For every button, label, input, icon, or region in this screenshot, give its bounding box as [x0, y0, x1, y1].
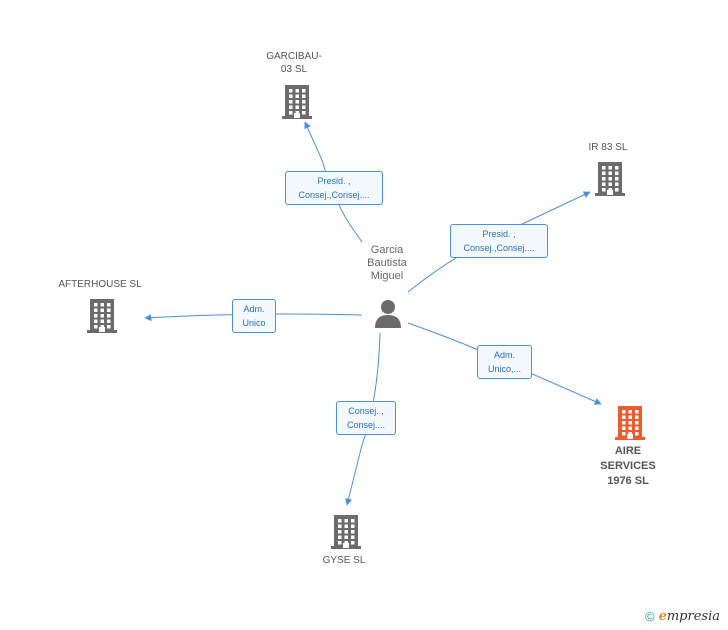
building-icon[interactable] [594, 161, 626, 202]
person-name-label: Garcia Bautista Miguel [367, 244, 407, 282]
company-label-garcibau[interactable]: GARCIBAU- 03 SL [266, 51, 322, 75]
role-box-garcibau[interactable]: Presid. , Consej.,Consej.... [285, 171, 383, 205]
person-icon[interactable] [373, 299, 403, 329]
company-label-aire[interactable]: AIRE SERVICES 1976 SL [600, 445, 656, 487]
building-icon[interactable] [330, 514, 362, 555]
role-box-ir83[interactable]: Presid. , Consej.,Consej.... [450, 224, 548, 258]
company-label-afterhouse[interactable]: AFTERHOUSE SL [58, 279, 142, 290]
company-label-gyse[interactable]: GYSE SL [322, 555, 366, 566]
building-icon[interactable] [86, 298, 118, 339]
edge-gyse [345, 332, 381, 506]
role-box-afterhouse[interactable]: Adm. Unico [232, 299, 276, 333]
empresia-logo: empresia [658, 609, 720, 624]
role-box-gyse[interactable]: Consej. , Consej.... [336, 401, 396, 435]
building-icon[interactable] [614, 405, 646, 446]
role-box-aire[interactable]: Adm. Unico,... [477, 345, 532, 379]
company-label-ir83[interactable]: IR 83 SL [588, 142, 628, 153]
copyright-symbol: © [644, 609, 655, 624]
building-icon[interactable] [281, 84, 313, 125]
empresia-footer[interactable]: © empresia [645, 609, 720, 624]
